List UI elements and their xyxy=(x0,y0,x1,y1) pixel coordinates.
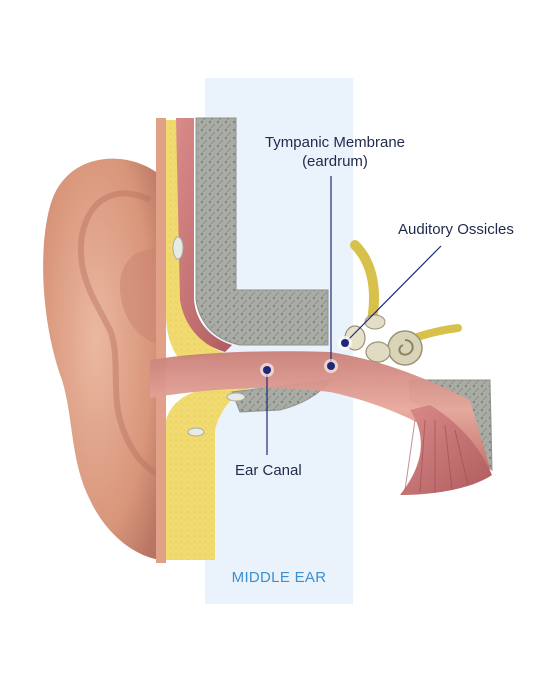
cartilage-cell xyxy=(187,427,205,437)
pinna-inner xyxy=(119,249,160,345)
pinna xyxy=(43,158,160,560)
tympanic-membrane-label-line1: Tympanic Membrane xyxy=(264,134,406,151)
tympanic-membrane-label-line2: (eardrum) xyxy=(302,153,368,170)
ossicles-leader-line xyxy=(344,245,442,344)
nerve-upper xyxy=(350,240,379,325)
pinna-fold xyxy=(77,190,162,478)
skin-layer xyxy=(156,118,166,563)
cartilage-cell xyxy=(172,236,184,260)
muscle-fan-lines xyxy=(404,419,469,493)
muscle-upper xyxy=(176,118,232,352)
tympanic-marker xyxy=(324,359,338,373)
cartilage-cell xyxy=(226,392,246,402)
middle-ear-label: MIDDLE EAR xyxy=(231,569,327,586)
temporal-bone-upper xyxy=(195,117,329,346)
ossicles-marker xyxy=(338,336,352,350)
ear-canal-label: Ear Canal xyxy=(235,462,302,479)
ear-canal-tube xyxy=(150,351,490,468)
auditory-ossicles-label: Auditory Ossicles xyxy=(398,221,514,238)
cartilage-lower xyxy=(166,388,250,560)
tympanic-membrane-label: Tympanic Membrane (eardrum) xyxy=(250,133,420,171)
muscle-fan xyxy=(400,405,492,495)
canal-marker xyxy=(260,363,274,377)
